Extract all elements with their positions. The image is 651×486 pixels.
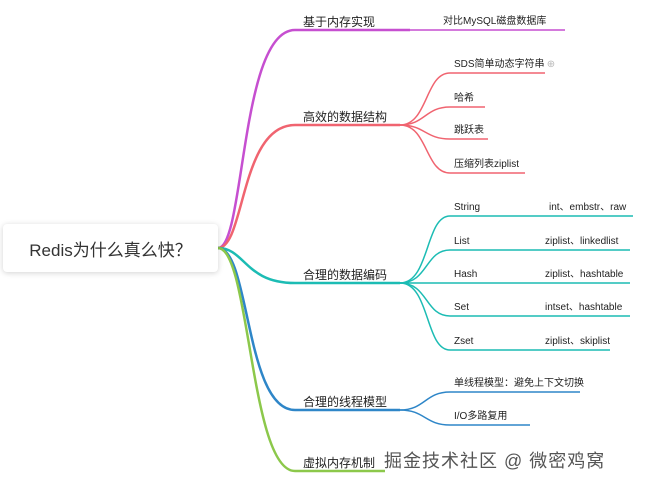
- edge-enc-zset: [399, 282, 610, 351]
- leaf-hash[interactable]: 哈希: [454, 93, 474, 104]
- watermark: 掘金技术社区 @ 微密鸡窝: [384, 451, 606, 471]
- leaf-encoding-set: intset、hashtable: [545, 302, 623, 313]
- leaf-type-set[interactable]: Set: [454, 302, 470, 313]
- branch-data-structure[interactable]: 高效的数据结构: [303, 110, 388, 124]
- leaf-type-hash[interactable]: Hash: [454, 269, 478, 280]
- root-topic[interactable]: Redis为什么真么快？: [3, 224, 218, 272]
- edge-ds-ziplist: [399, 124, 525, 174]
- edge-ds-hash: [399, 106, 485, 126]
- leaf-single-thread[interactable]: 单线程模型：避免上下文切换: [454, 378, 584, 389]
- leaf-mysql-compare[interactable]: 对比MySQL磁盘数据库: [443, 16, 547, 27]
- leaf-sds[interactable]: SDS简单动态字符串: [454, 59, 545, 70]
- leaf-encoding-hash: ziplist、hashtable: [545, 269, 624, 280]
- leaf-encoding-list: ziplist、linkedlist: [545, 236, 619, 247]
- leaf-type-list[interactable]: List: [454, 236, 470, 247]
- leaf-encoding-zset: ziplist、skiplist: [545, 336, 611, 347]
- edge-ds-sds: [399, 72, 545, 126]
- branch-thread[interactable]: 合理的线程模型: [303, 395, 388, 409]
- plus-circle-icon[interactable]: ⊕: [546, 59, 556, 70]
- edge-thread-single: [399, 391, 580, 411]
- edge-virtual-memory: [217, 246, 385, 473]
- branch-virtual-memory[interactable]: 虚拟内存机制: [303, 456, 376, 470]
- leaf-encoding-string: int、embstr、raw: [549, 202, 627, 213]
- branch-encoding[interactable]: 合理的数据编码: [303, 268, 388, 282]
- branch-memory[interactable]: 基于内存实现: [303, 15, 376, 29]
- edge-data-structure: [217, 123, 400, 250]
- leaf-skiplist[interactable]: 跳跃表: [454, 125, 484, 136]
- leaf-io-multiplexing[interactable]: I/O多路复用: [454, 411, 508, 422]
- edge-encoding: [217, 246, 400, 285]
- edge-enc-list: [399, 249, 630, 284]
- edge-memory: [217, 28, 410, 250]
- edge-thread-io: [399, 409, 530, 426]
- leaf-ziplist[interactable]: 压缩列表ziplist: [454, 159, 520, 170]
- edge-enc-string: [399, 215, 633, 284]
- leaf-type-zset[interactable]: Zset: [454, 336, 474, 347]
- leaf-type-string[interactable]: String: [454, 202, 481, 213]
